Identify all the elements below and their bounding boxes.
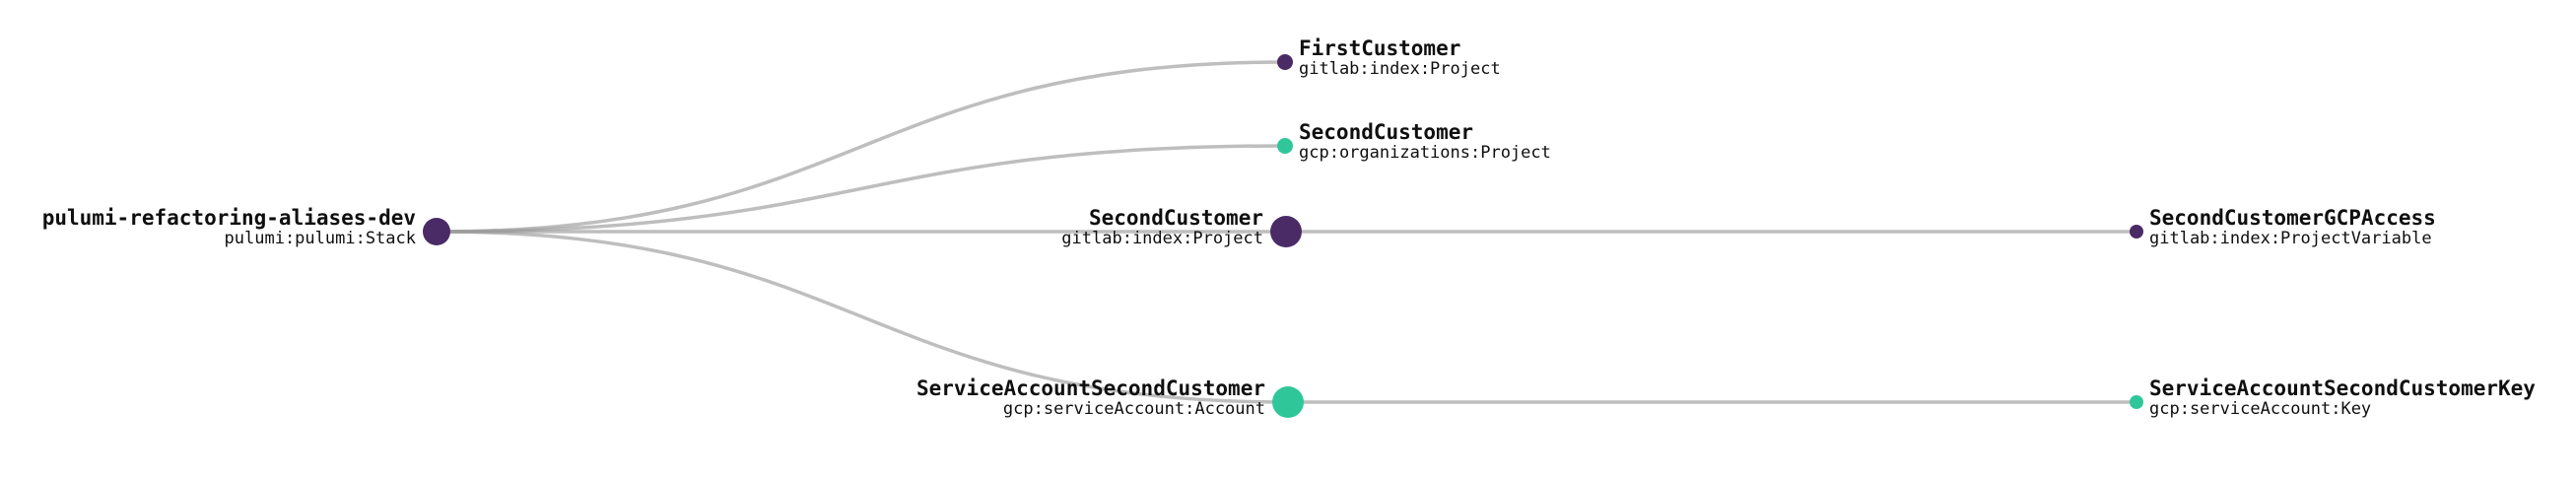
resource-name: pulumi-refactoring-aliases-dev — [41, 206, 416, 230]
resource-dot — [1277, 138, 1293, 154]
resource-dot — [1272, 386, 1304, 418]
resource-name: SecondCustomerGCPAccess — [2149, 206, 2436, 230]
resource-name: FirstCustomer — [1299, 36, 1461, 60]
resource-type: gcp:serviceAccount:Key — [2149, 399, 2372, 419]
resource-type: gitlab:index:ProjectVariable — [2149, 229, 2432, 248]
resource-dot — [2130, 225, 2143, 239]
node-labels: ServiceAccountSecondCustomerKey gcp:serv… — [2149, 376, 2536, 419]
node-labels: FirstCustomer gitlab:index:Project — [1299, 36, 1501, 79]
resource-type: gcp:organizations:Project — [1299, 143, 1551, 163]
resource-type: gitlab:index:Project — [1299, 59, 1501, 79]
resource-name: ServiceAccountSecondCustomerKey — [2149, 376, 2536, 400]
resource-type: pulumi:pulumi:Stack — [224, 229, 416, 248]
dependency-edge — [436, 230, 1289, 404]
node-labels: SecondCustomer gcp:organizations:Project — [1299, 120, 1551, 163]
resource-dot — [1277, 54, 1293, 70]
dependency-edge — [436, 144, 1286, 234]
node-labels: ServiceAccountSecondCustomer gcp:service… — [916, 376, 1265, 419]
dependency-edge — [436, 60, 1286, 234]
resource-name: SecondCustomer — [1299, 120, 1474, 144]
resource-type: gitlab:index:Project — [1061, 229, 1263, 248]
resource-type: gcp:serviceAccount:Account — [1002, 399, 1265, 419]
resource-dot — [423, 218, 450, 245]
node-labels: pulumi-refactoring-aliases-dev pulumi:pu… — [42, 206, 416, 248]
resource-name: ServiceAccountSecondCustomer — [915, 376, 1265, 400]
node-labels: SecondCustomerGCPAccess gitlab:index:Pro… — [2149, 206, 2436, 248]
resource-name: SecondCustomer — [1088, 206, 1263, 230]
resource-dot — [2130, 395, 2143, 409]
node-labels: SecondCustomer gitlab:index:Project — [1061, 206, 1263, 248]
resource-dot — [1270, 216, 1302, 247]
